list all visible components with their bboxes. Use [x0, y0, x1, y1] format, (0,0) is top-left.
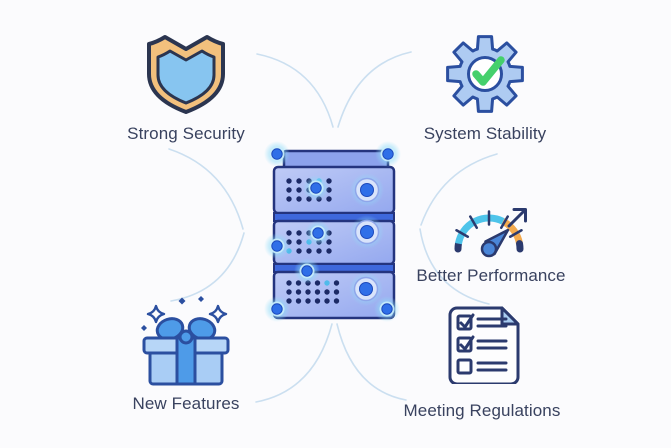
feature-system-stability: System Stability — [390, 30, 580, 144]
paper-fold — [500, 306, 520, 326]
checkboxes — [456, 313, 475, 375]
shield-icon — [147, 35, 225, 114]
text-lines — [476, 317, 508, 372]
gear-check-icon — [446, 35, 524, 113]
server-icon — [263, 140, 402, 323]
gift-bow — [155, 317, 217, 341]
check-mark — [472, 56, 505, 86]
connector-curve — [168, 148, 244, 230]
gauge-ticks — [455, 210, 523, 238]
sparkles — [141, 296, 228, 331]
connector-curve — [170, 232, 245, 302]
feature-meeting-regulations: Meeting Regulations — [387, 300, 577, 421]
server-lid — [282, 149, 390, 170]
connector-curve — [336, 323, 407, 401]
gift-ribbon — [175, 336, 197, 386]
gift-icon — [141, 296, 230, 386]
feature-label: Strong Security — [127, 124, 245, 143]
feature-label: Better Performance — [416, 266, 566, 285]
connector-curve — [419, 228, 490, 305]
shield-inner — [156, 49, 216, 105]
gauge-icon — [454, 208, 527, 258]
feature-label: New Features — [132, 394, 240, 413]
feature-new-features: New Features — [91, 292, 281, 414]
checklist-icon — [448, 306, 520, 384]
feature-label: System Stability — [423, 124, 547, 143]
connector-curve — [337, 51, 412, 128]
connector-curve — [255, 323, 333, 403]
growth-arrow-icon — [507, 208, 527, 228]
feature-better-performance: Better Performance — [396, 196, 586, 286]
gauge-hub — [480, 240, 498, 258]
bow-knot — [178, 329, 194, 345]
connector-curve — [420, 153, 498, 226]
feature-label: Meeting Regulations — [403, 401, 561, 420]
server-knobs — [348, 172, 385, 307]
feature-strong-security: Strong Security — [91, 30, 281, 144]
connector-curve — [256, 53, 334, 128]
